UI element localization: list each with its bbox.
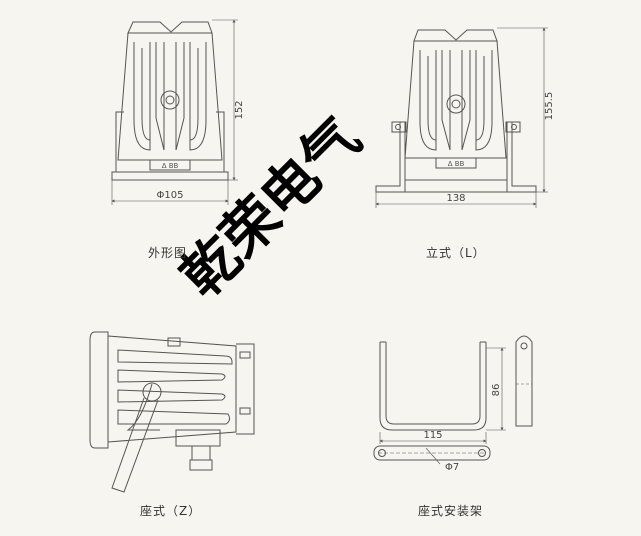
caption-bracket: 座式安装架 bbox=[418, 504, 484, 518]
watermark-text: 乾荣电气 bbox=[169, 106, 373, 310]
seat-view bbox=[89, 331, 255, 493]
outline-height-dimension: 152 bbox=[234, 100, 245, 119]
bracket-height-dimension: 86 bbox=[491, 384, 502, 397]
caption-seat: 座式（Z） bbox=[140, 504, 202, 518]
outline-nameplate-label: ᐃ BB bbox=[162, 162, 179, 170]
bracket-hole-dimension: Φ7 bbox=[445, 462, 459, 473]
bracket-view bbox=[373, 335, 533, 465]
standing-view bbox=[375, 27, 548, 208]
outline-view bbox=[111, 19, 238, 205]
caption-standing: 立式（L） bbox=[426, 246, 486, 260]
bracket-width-dimension: 115 bbox=[423, 430, 442, 441]
standing-nameplate-label: ᐃ BB bbox=[448, 160, 465, 168]
standing-width-dimension: 138 bbox=[446, 193, 465, 204]
standing-height-dimension: 155.5 bbox=[544, 92, 555, 121]
outline-width-dimension: Φ105 bbox=[157, 190, 184, 201]
caption-outline: 外形图 bbox=[148, 246, 188, 260]
